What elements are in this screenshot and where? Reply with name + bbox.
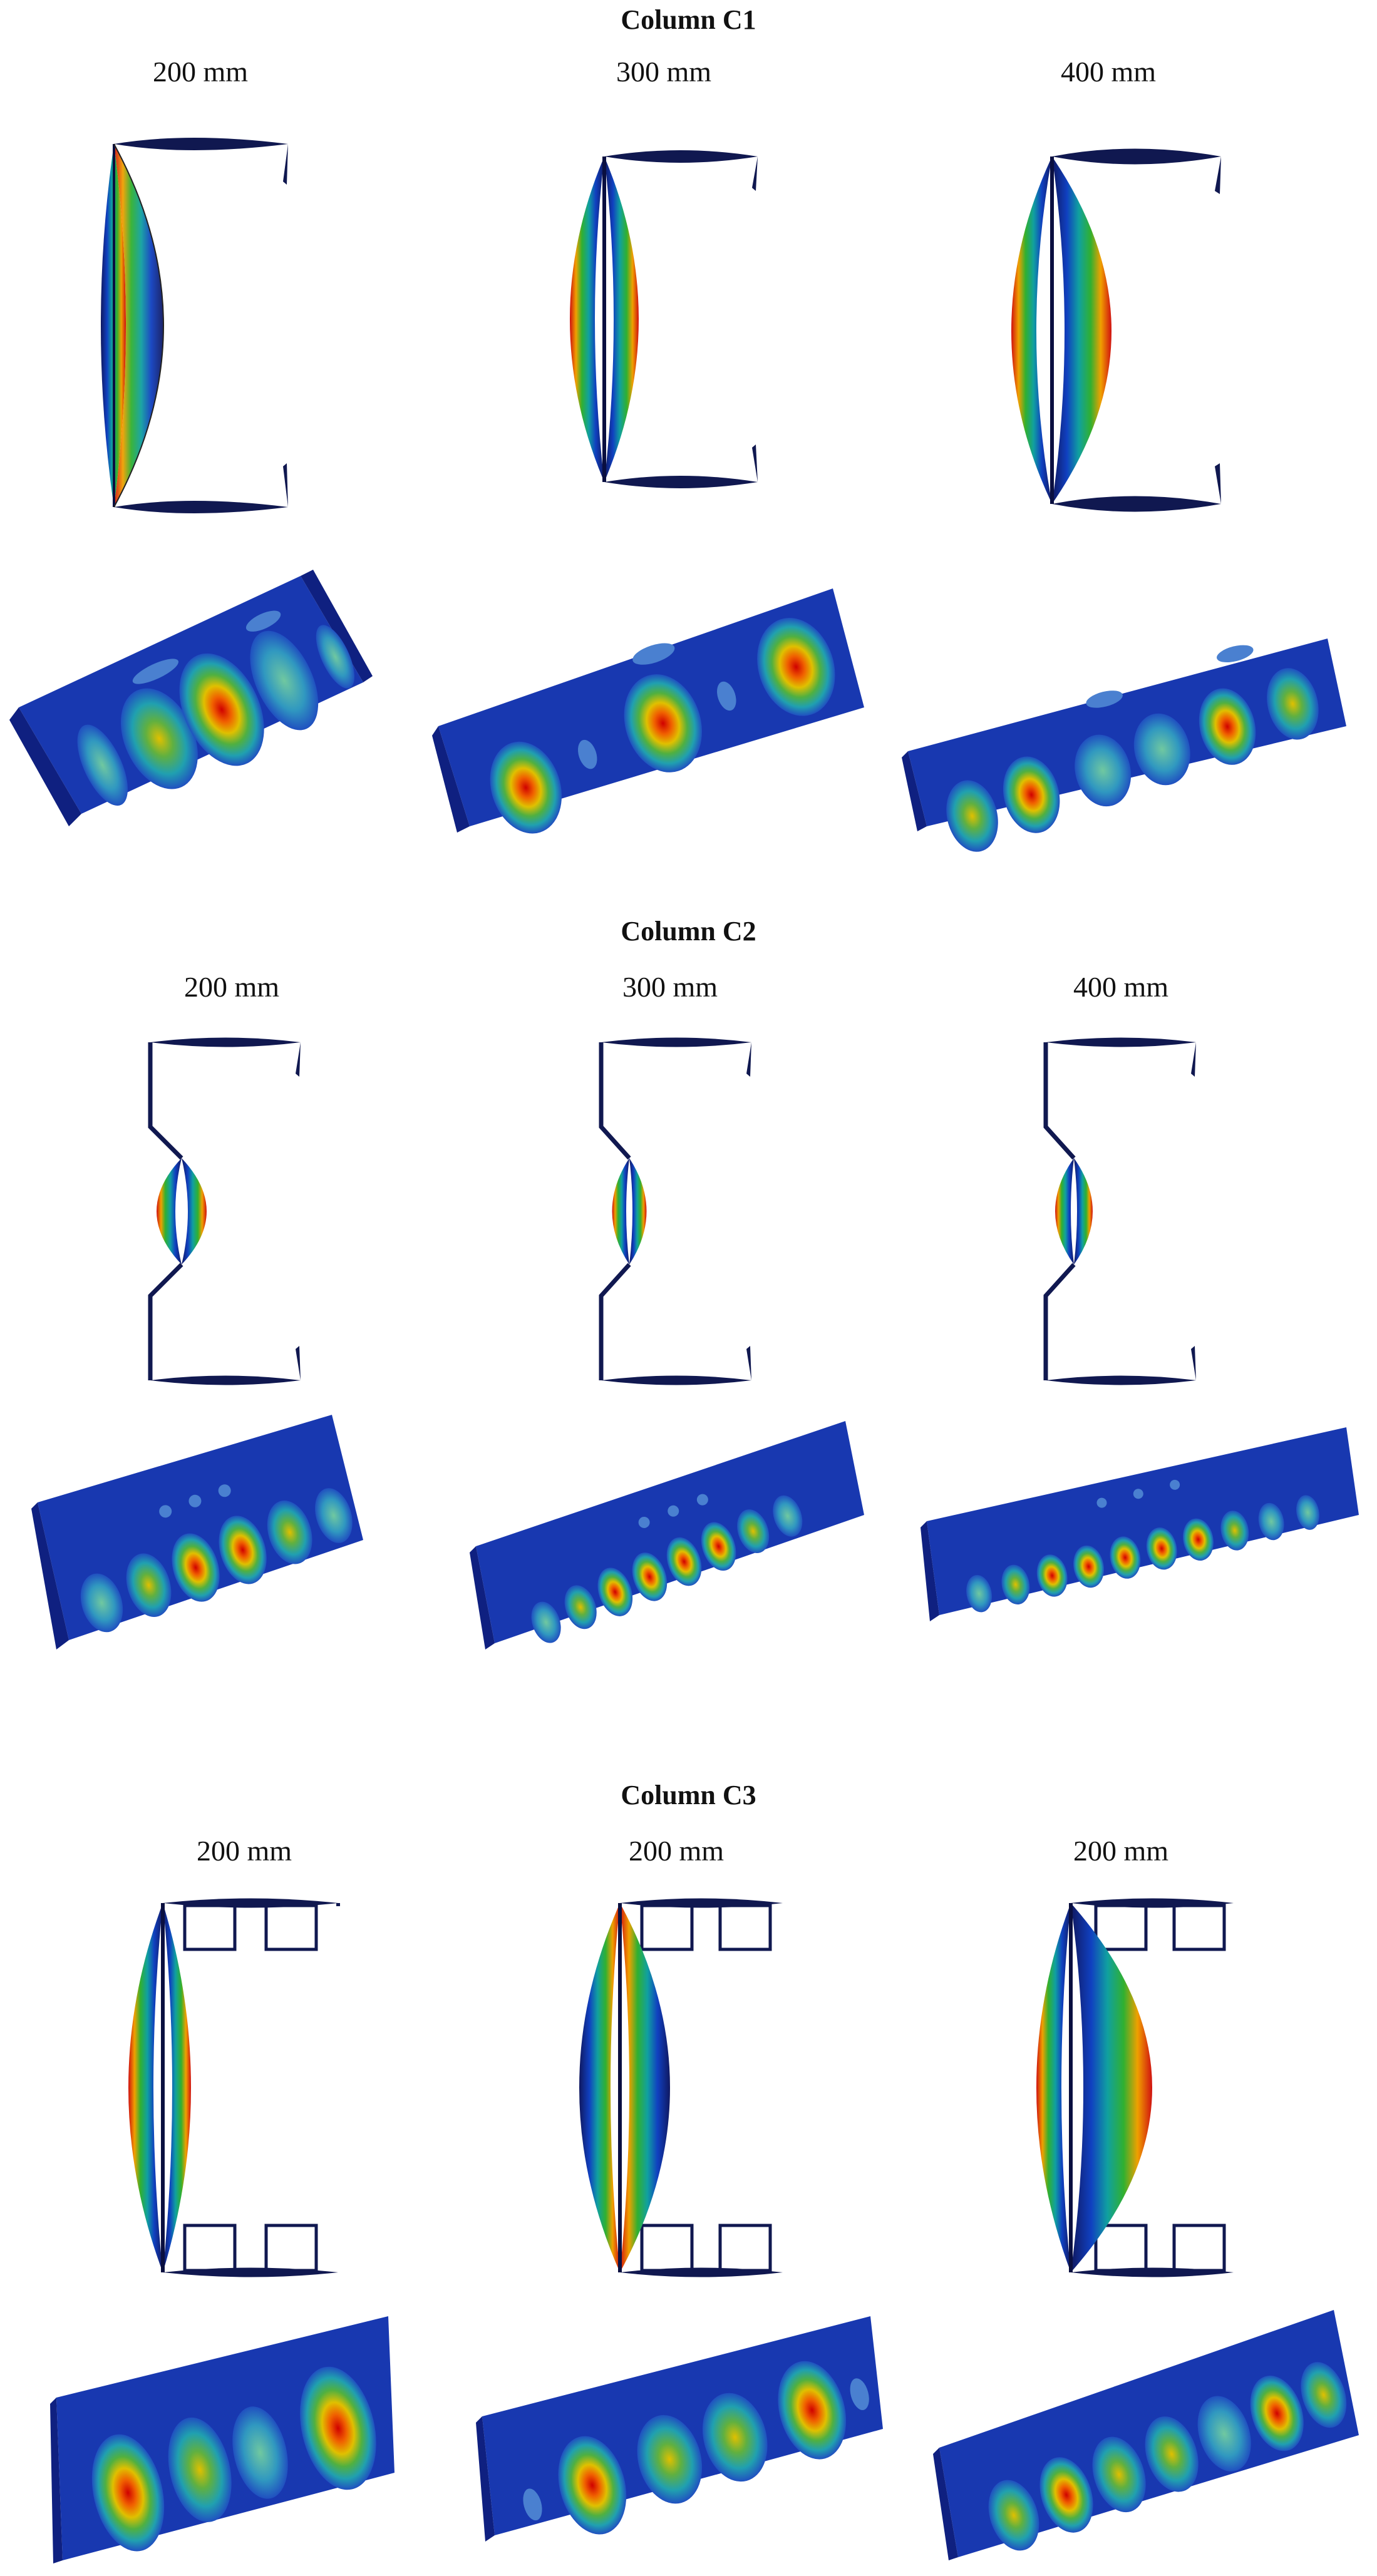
member-buckling-mode-view bbox=[432, 588, 864, 834]
cross-section-buckle-shape bbox=[128, 1898, 340, 2277]
cross-section-buckle-shape bbox=[101, 138, 288, 513]
length-label: 300 mm bbox=[622, 971, 718, 1003]
member-buckling-mode-view bbox=[933, 2310, 1359, 2560]
member-buckling-mode-view bbox=[921, 1427, 1359, 1621]
section-title-c2: Column C2 bbox=[621, 916, 756, 947]
section-title-c3: Column C3 bbox=[621, 1780, 756, 1810]
section-title-c1: Column C1 bbox=[621, 4, 756, 35]
length-label: 300 mm bbox=[616, 56, 712, 88]
member-buckling-mode-view bbox=[470, 1421, 864, 1650]
cross-section-buckle-shape bbox=[148, 1037, 301, 1385]
member-buckling-mode-view bbox=[9, 570, 373, 826]
cross-section-buckle-shape bbox=[570, 150, 758, 488]
cross-section-buckle-shape bbox=[579, 1898, 783, 2277]
cross-section-buckle-shape bbox=[599, 1037, 751, 1385]
member-buckling-mode-view bbox=[902, 639, 1346, 852]
length-label: 200 mm bbox=[152, 56, 249, 88]
member-buckling-mode-view bbox=[31, 1415, 363, 1650]
cross-section-buckle-shape bbox=[1043, 1037, 1196, 1385]
length-label: 400 mm bbox=[1060, 56, 1157, 88]
member-buckling-mode-view bbox=[476, 2316, 883, 2542]
length-label: 200 mm bbox=[1073, 1835, 1169, 1867]
cross-section-buckle-shape bbox=[1036, 1898, 1234, 2277]
length-label: 400 mm bbox=[1073, 971, 1169, 1003]
member-buckling-mode-view bbox=[50, 2316, 395, 2563]
cross-section-buckle-shape bbox=[1011, 148, 1221, 512]
length-label: 200 mm bbox=[183, 971, 280, 1003]
length-label: 200 mm bbox=[628, 1835, 725, 1867]
length-label: 200 mm bbox=[196, 1835, 292, 1867]
